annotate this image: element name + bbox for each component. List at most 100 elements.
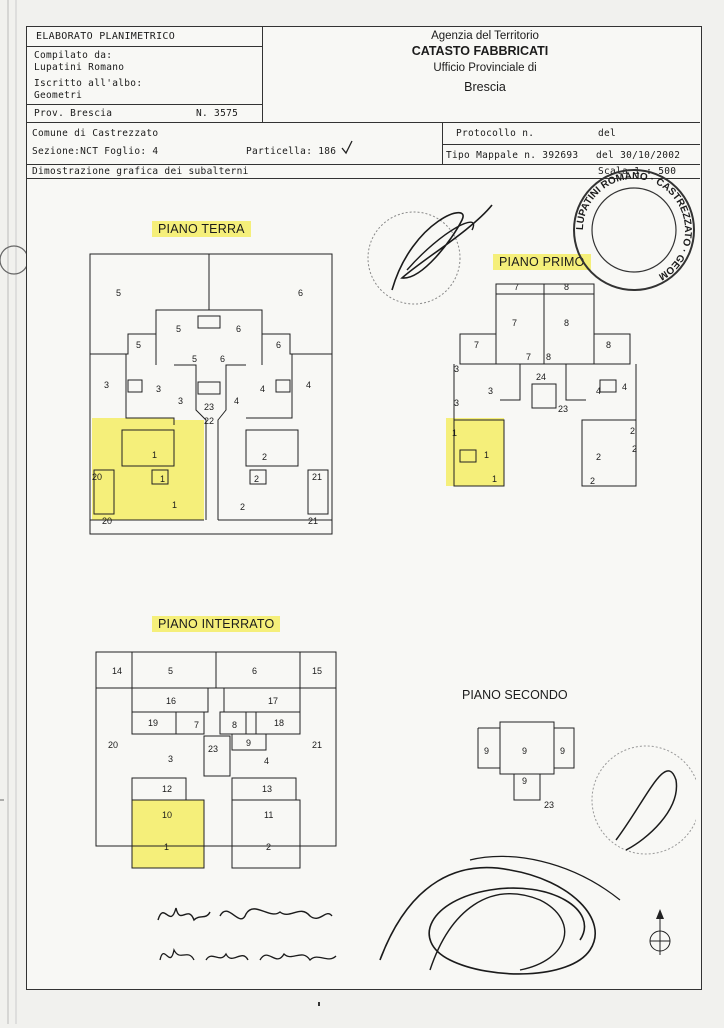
- plan-label: 12: [162, 784, 172, 794]
- plan-label: 3: [168, 754, 173, 764]
- highlight-unit-1: [446, 418, 504, 486]
- plan-label: 19: [148, 718, 158, 728]
- professional-stamp: LUPATINI ROMANO · CASTREZZATO · GEOM: [560, 160, 710, 304]
- plan-label: 9: [522, 746, 527, 756]
- agency-line-2: CATASTO FABBRICATI: [411, 44, 549, 58]
- divider: [442, 122, 443, 164]
- plan-label: 8: [232, 720, 237, 730]
- piano-interrato-label: PIANO INTERRATO: [152, 616, 281, 632]
- plan-label: 7: [512, 318, 517, 328]
- header-box: [26, 26, 263, 122]
- plan-label: 14: [112, 666, 122, 676]
- plan-label: 3: [156, 384, 161, 394]
- plan-label: 4: [622, 382, 627, 392]
- plan-label: 21: [312, 740, 322, 750]
- plan-label: 4: [234, 396, 239, 406]
- plan-label: 7: [194, 720, 199, 730]
- compilato-label: Compilato da:: [34, 50, 113, 61]
- plan-label: 2: [240, 502, 245, 512]
- plan-label: 8: [564, 318, 569, 328]
- plan-label: 7: [526, 352, 531, 362]
- plan-label: 9: [560, 746, 565, 756]
- plan-label: 23: [544, 800, 554, 810]
- plan-label: 3: [178, 396, 183, 406]
- piano-secondo-plan: 9 9 9 9 23: [477, 721, 575, 810]
- plan-label: 4: [264, 756, 269, 766]
- plan-label: 5: [136, 340, 141, 350]
- handwritten-signature-1: [157, 907, 337, 962]
- plan-label: 1: [452, 428, 457, 438]
- plan-label: 1: [160, 474, 165, 484]
- plan-label: 13: [262, 784, 272, 794]
- plan-label: 17: [268, 696, 278, 706]
- plan-label: 9: [522, 776, 527, 786]
- plan-label: 23: [208, 744, 218, 754]
- plan-label: 10: [162, 810, 172, 820]
- plan-label: 6: [276, 340, 281, 350]
- plan-label: 1: [172, 500, 177, 510]
- plan-label: 6: [236, 324, 241, 334]
- plan-label: 1: [484, 450, 489, 460]
- north-arrow-icon: [649, 909, 671, 955]
- piano-primo-label: PIANO PRIMO: [493, 254, 591, 270]
- plan-label: 8: [564, 282, 569, 292]
- plan-label: 1: [164, 842, 169, 852]
- plan-label: 7: [514, 282, 519, 292]
- plan-label: 20: [108, 740, 118, 750]
- piano-interrato-plan: 14 5 6 15 16 17 19 7 8 18 20 23 9 21 3 4…: [95, 651, 337, 869]
- plan-label: 2: [630, 426, 635, 436]
- divider: [26, 122, 700, 123]
- iscritto-value: Geometri: [34, 90, 83, 101]
- divider: [26, 178, 700, 179]
- plan-label: 9: [246, 738, 251, 748]
- divider: [26, 164, 700, 165]
- tipo-mappale-field: Tipo Mappale n. 392693: [446, 150, 579, 161]
- faint-seal-mark: [367, 204, 493, 305]
- plan-label: 8: [606, 340, 611, 350]
- tipo-mappale-date: del 30/10/2002: [596, 150, 681, 161]
- plan-label: 3: [488, 386, 493, 396]
- plan-label: 5: [192, 354, 197, 364]
- plan-label: 4: [306, 380, 311, 390]
- plan-label: 5: [176, 324, 181, 334]
- plan-label: 24: [536, 372, 546, 382]
- plan-label: 5: [116, 288, 121, 298]
- plan-label: 5: [168, 666, 173, 676]
- divider: [26, 46, 262, 47]
- dimostrazione-label: Dimostrazione grafica dei subalterni: [32, 166, 249, 177]
- plan-label: 23: [558, 404, 568, 414]
- protocollo-field: Protocollo n.: [456, 128, 535, 139]
- agency-line-3: Ufficio Provinciale di: [433, 62, 537, 74]
- plan-label: 18: [274, 718, 284, 728]
- plan-label: 21: [308, 516, 318, 526]
- scale-label: Scala 1 : 500: [598, 166, 677, 177]
- plan-label: 8: [546, 352, 551, 362]
- piano-terra-plan: 5 6 5 6 5 6 5 6 3 3 4 4 3 4 23 22 1 1 2 …: [89, 253, 333, 535]
- comune-field: Comune di Castrezzato: [32, 128, 159, 139]
- highlight-unit-10-1: [132, 800, 204, 868]
- highlight-unit-1: [92, 418, 204, 520]
- plan-label: 11: [264, 810, 273, 820]
- plan-label: 2: [632, 444, 637, 454]
- handwritten-signature-2: [379, 855, 621, 975]
- faint-seal-mark: [591, 745, 696, 855]
- plan-label: 4: [596, 386, 601, 396]
- plan-label: 9: [484, 746, 489, 756]
- plan-label: 1: [492, 474, 497, 484]
- plan-label: 3: [454, 398, 459, 408]
- sezione-foglio-field: Sezione:NCT Foglio: 4: [32, 146, 159, 157]
- agency-line-4: Brescia: [464, 80, 506, 94]
- plan-label: 2: [590, 476, 595, 486]
- plan-label: 6: [298, 288, 303, 298]
- piano-terra-label: PIANO TERRA: [152, 221, 251, 237]
- plan-label: 6: [252, 666, 257, 676]
- plan-label: 4: [260, 384, 265, 394]
- piano-secondo-label: PIANO SECONDO: [462, 688, 568, 702]
- plan-label: 20: [102, 516, 112, 526]
- plan-label: 2: [596, 452, 601, 462]
- bottom-tick: [318, 1002, 320, 1006]
- plan-label: 7: [474, 340, 479, 350]
- plan-label: 16: [166, 696, 176, 706]
- compilato-name: Lupatini Romano: [34, 62, 125, 73]
- plan-label: 3: [454, 364, 459, 374]
